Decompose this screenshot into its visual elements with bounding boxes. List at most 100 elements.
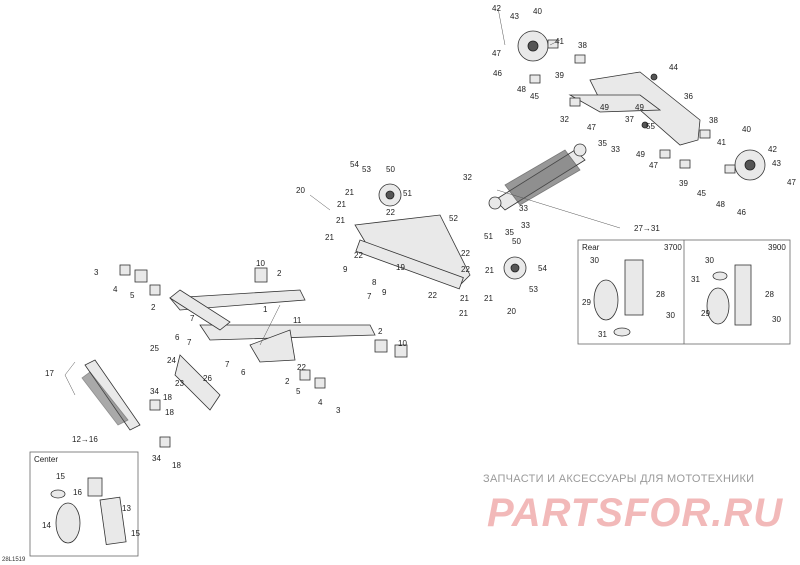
callout-43a: 43 — [510, 12, 519, 21]
callout-4a: 4 — [113, 285, 118, 294]
callout-7c: 7 — [187, 338, 192, 347]
callout-25: 25 — [150, 344, 159, 353]
callout-39a: 39 — [555, 71, 564, 80]
callout-24: 24 — [167, 356, 176, 365]
callout-37: 37 — [625, 115, 634, 124]
callout-18a: 18 — [163, 393, 172, 402]
callout-21e: 21 — [485, 266, 494, 275]
callout-21g: 21 — [484, 294, 493, 303]
callout-7d: 7 — [225, 360, 230, 369]
callout-36: 36 — [684, 92, 693, 101]
rear-arm-assembly — [517, 30, 766, 181]
callout-28a: 28 — [656, 290, 665, 299]
callout-21h: 21 — [459, 309, 468, 318]
watermark: ЗАПЧАСТИ И АКСЕССУАРЫ ДЛЯ МОТОТЕХНИКИ PA… — [483, 473, 782, 535]
rear-variant-a: 3700 — [664, 243, 682, 252]
callout-44a: 44 — [669, 63, 678, 72]
center-frame — [354, 183, 527, 290]
callout-20a: 20 — [296, 186, 305, 195]
callout-30c: 30 — [666, 311, 675, 320]
callout-8: 8 — [372, 278, 377, 287]
callout-21c: 21 — [336, 216, 345, 225]
callout-30d: 30 — [772, 315, 781, 324]
callout-45a: 45 — [530, 92, 539, 101]
callout-49b: 49 — [635, 103, 644, 112]
callout-33b: 33 — [519, 204, 528, 213]
callout-3a: 3 — [94, 268, 99, 277]
callout-53b: 53 — [529, 285, 538, 294]
callout-20b: 20 — [507, 307, 516, 316]
callout-21b: 21 — [337, 200, 346, 209]
center-box-title: Center — [34, 455, 58, 464]
callout-35b: 35 — [505, 228, 514, 237]
callout-35a: 35 — [598, 139, 607, 148]
callout-18b: 18 — [165, 408, 174, 417]
callout-51a: 51 — [403, 189, 412, 198]
callout-31b: 31 — [598, 330, 607, 339]
callout-1: 1 — [263, 305, 268, 314]
callout-31a: 31 — [691, 275, 700, 284]
center-detail-box: Center 15 16 13 14 15 — [29, 451, 140, 557]
callout-17: 17 — [45, 369, 54, 378]
callout-46b: 46 — [737, 208, 746, 217]
callout-21f: 21 — [460, 294, 469, 303]
callout-18c: 18 — [172, 461, 181, 470]
callout-14: 14 — [42, 521, 51, 530]
callout-15b: 15 — [131, 529, 140, 538]
leader-lines — [64, 7, 621, 396]
callout-10a: 10 — [256, 259, 265, 268]
callout-22b: 22 — [354, 251, 363, 260]
callout-12-16: 12→16 — [72, 435, 98, 444]
callout-32: 32 — [560, 115, 569, 124]
callout-16: 16 — [73, 488, 82, 497]
callout-22d: 22 — [461, 265, 470, 274]
callout-47a: 47 — [492, 49, 501, 58]
callout-40a: 40 — [533, 7, 542, 16]
callout-21d: 21 — [325, 233, 334, 242]
callout-28b: 28 — [765, 290, 774, 299]
front-arm-assembly — [119, 264, 408, 411]
callout-2b: 2 — [151, 303, 156, 312]
callout-15a: 15 — [56, 472, 65, 481]
callout-19: 19 — [396, 263, 405, 272]
callout-34b: 34 — [152, 454, 161, 463]
callout-45b: 45 — [697, 189, 706, 198]
callout-46a: 46 — [493, 69, 502, 78]
callout-39b: 39 — [679, 179, 688, 188]
callout-38b: 38 — [709, 116, 718, 125]
front-shock — [81, 359, 171, 448]
callout-6b: 6 — [241, 368, 246, 377]
callout-42a: 42 — [492, 4, 501, 13]
callout-54b: 54 — [538, 264, 547, 273]
callout-50b: 50 — [512, 237, 521, 246]
callout-5a: 5 — [130, 291, 135, 300]
rear-shock-main — [488, 143, 587, 211]
callout-2d: 2 — [285, 377, 290, 386]
callout-29a: 29 — [582, 298, 591, 307]
callout-47b: 47 — [587, 123, 596, 132]
diagram-code: 28L1519 — [2, 557, 26, 563]
callout-labels: 42 43 40 41 38 47 46 39 48 45 44 36 49 4… — [45, 4, 796, 470]
callout-10b: 10 — [398, 339, 407, 348]
callout-52: 52 — [449, 214, 458, 223]
callout-30b: 30 — [705, 256, 714, 265]
callout-9b: 9 — [382, 288, 387, 297]
callout-40b: 40 — [742, 125, 751, 134]
callout-54a: 54 — [350, 160, 359, 169]
callout-4b: 4 — [318, 398, 323, 407]
callout-22e: 22 — [428, 291, 437, 300]
callout-53a: 53 — [362, 165, 371, 174]
callout-11: 11 — [293, 316, 302, 325]
callout-49a: 49 — [600, 103, 609, 112]
callout-42b: 42 — [768, 145, 777, 154]
rear-detail-box: Rear 3700 3900 30 30 31 29 28 28 29 30 3… — [577, 239, 791, 345]
callout-3b: 3 — [336, 406, 341, 415]
callout-47d: 47 — [787, 178, 796, 187]
callout-51b: 51 — [484, 232, 493, 241]
callout-21a: 21 — [345, 188, 354, 197]
callout-41a: 41 — [555, 37, 564, 46]
callout-49c: 49 — [636, 150, 645, 159]
callout-43b: 43 — [772, 159, 781, 168]
callout-34a: 34 — [150, 387, 159, 396]
